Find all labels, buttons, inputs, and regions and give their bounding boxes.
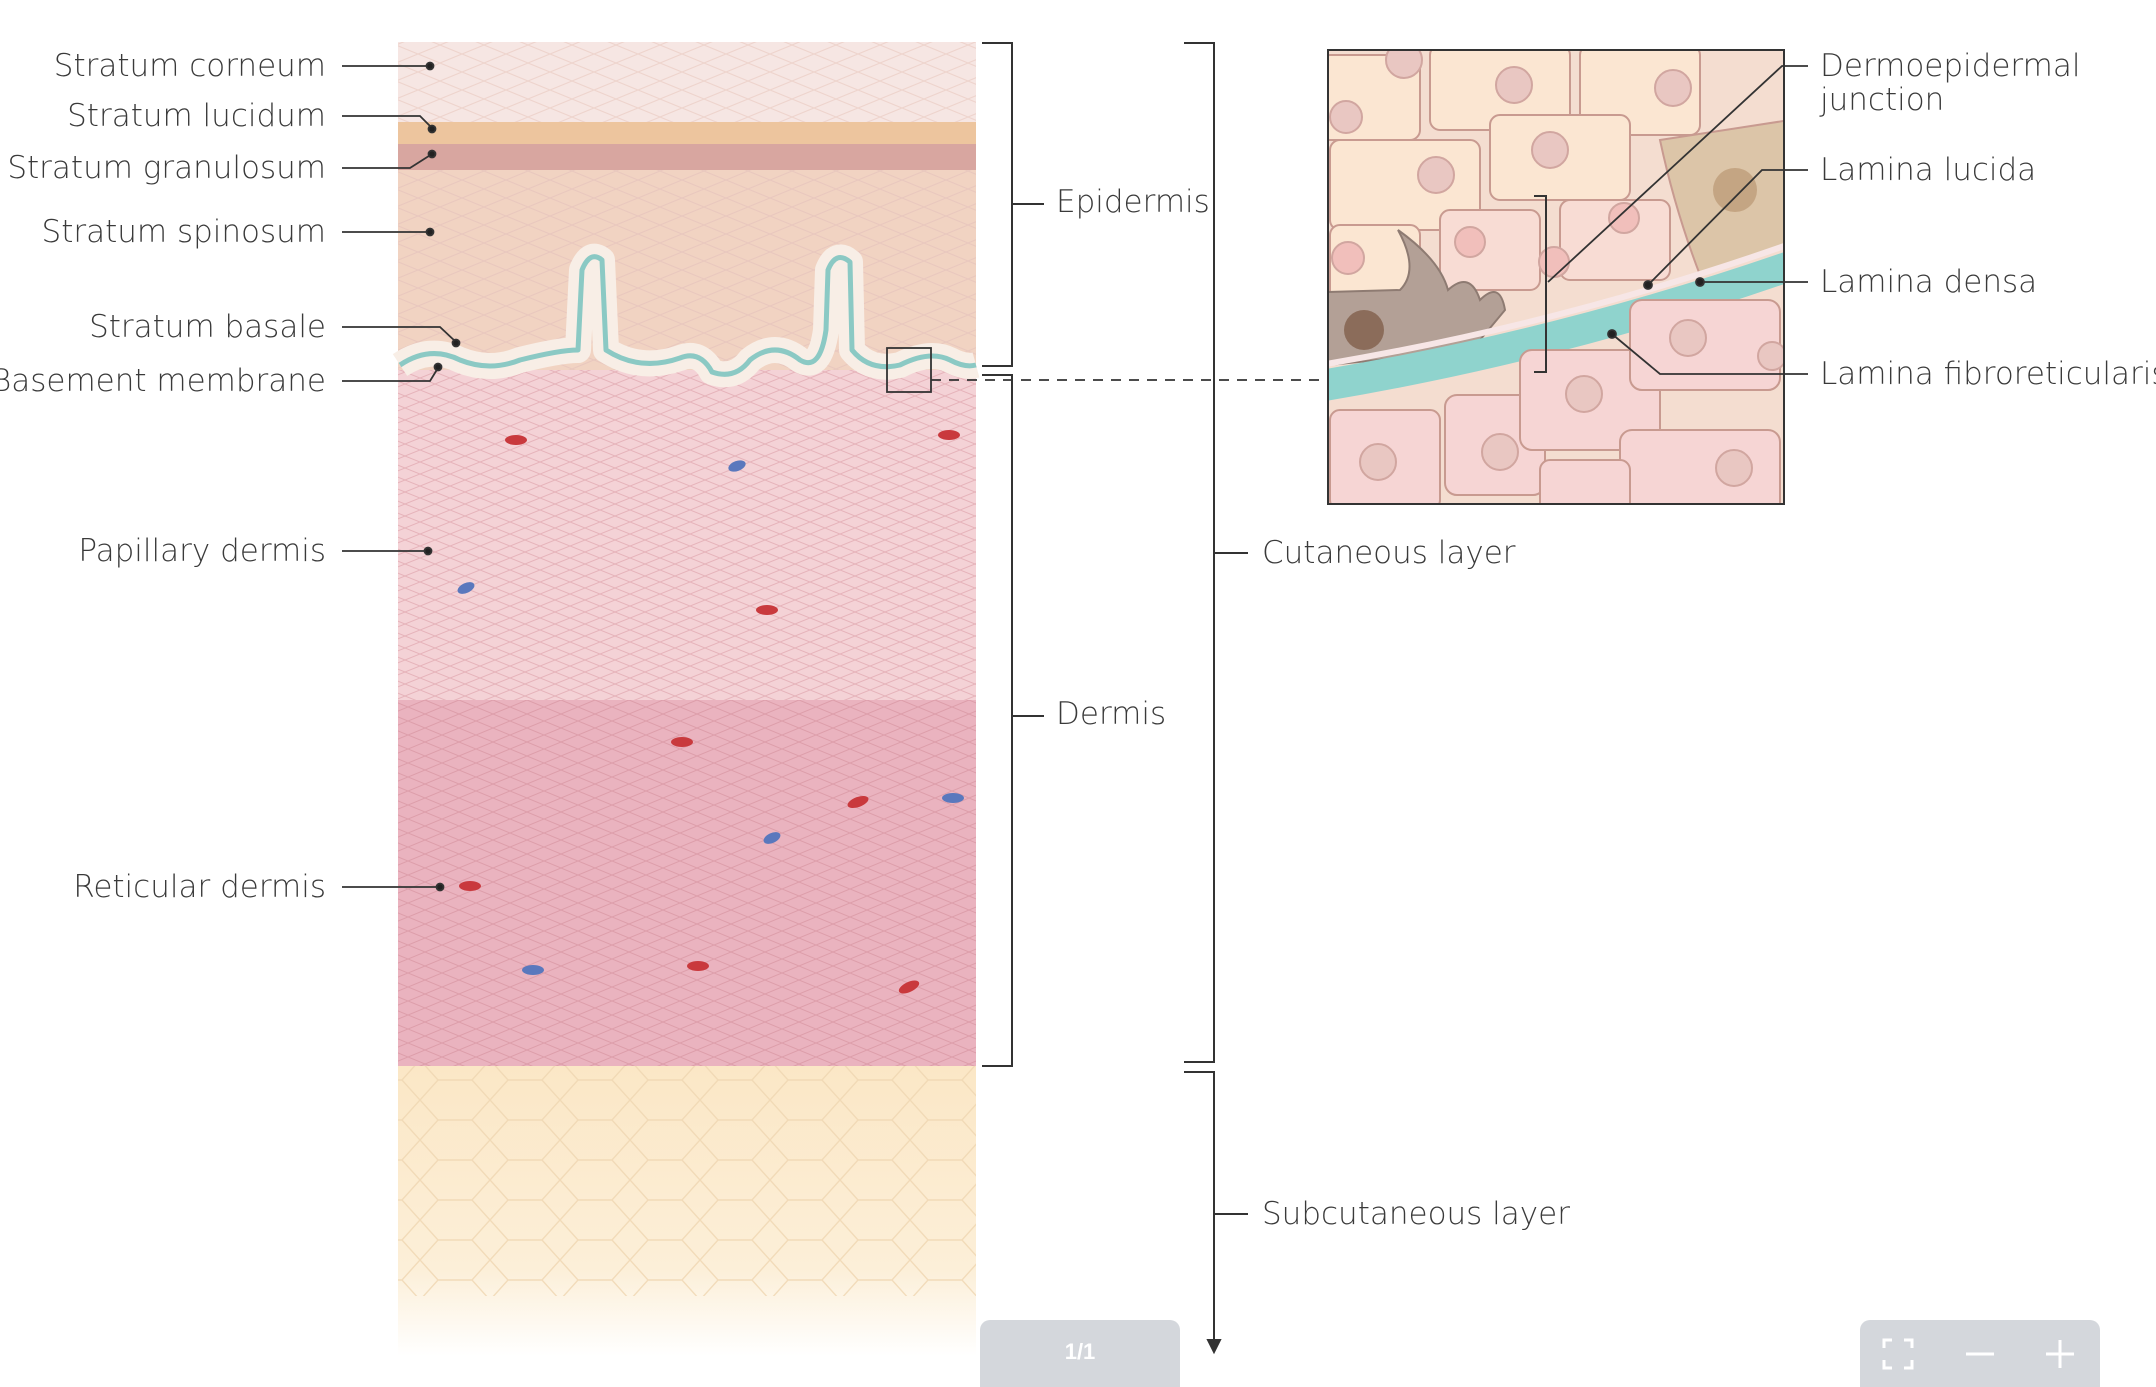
label-basement-membrane: Basement membrane — [0, 363, 326, 399]
vessel-red — [847, 795, 869, 809]
zoom-out-icon[interactable] — [1952, 1330, 2008, 1378]
brackets — [982, 42, 1248, 1355]
vessel-red — [687, 961, 709, 971]
zoom-in-icon[interactable] — [2032, 1330, 2088, 1378]
dermis-bracket — [982, 374, 1013, 1067]
label-stratum-basale: Stratum basale — [89, 309, 326, 345]
vessel-blue — [457, 582, 475, 594]
label-cutaneous-layer: Cutaneous layer — [1262, 535, 1516, 571]
vessel-red — [671, 737, 693, 747]
label-stratum-granulosum: Stratum granulosum — [7, 150, 326, 186]
stratum-granulosum-band — [398, 144, 976, 170]
label-lamina-fibroreticularis: Lamina fibroreticularis — [1820, 356, 2156, 392]
label-dermoepidermal-junction-line1: Dermoepidermal — [1820, 48, 2081, 84]
label-dermoepidermal-junction-line2: junction — [1820, 82, 1945, 118]
blood-vessels — [457, 430, 964, 994]
label-stratum-corneum: Stratum corneum — [53, 48, 326, 84]
label-epidermis: Epidermis — [1056, 184, 1210, 220]
subcutaneous-bracket — [1184, 1071, 1215, 1348]
vessel-red — [938, 430, 960, 440]
subcutaneous-region — [398, 1066, 976, 1356]
vessel-blue — [763, 832, 781, 844]
vessel-blue — [728, 460, 746, 472]
epidermis-bracket — [982, 42, 1013, 367]
epidermis-region — [398, 42, 976, 372]
zoom-region-box — [886, 347, 932, 393]
vessel-blue — [942, 793, 964, 803]
vessel-blue — [522, 965, 544, 975]
page-indicator-text: 1/1 — [1064, 1339, 1096, 1364]
inset-magnified-view — [1327, 49, 1785, 505]
label-dermis: Dermis — [1056, 696, 1167, 732]
vessel-red — [505, 435, 527, 445]
stratum-lucidum-band — [398, 122, 976, 144]
vessel-red — [898, 980, 920, 994]
fullscreen-icon[interactable] — [1870, 1330, 1926, 1378]
label-lamina-densa: Lamina densa — [1820, 264, 2038, 300]
label-reticular-dermis: Reticular dermis — [73, 869, 326, 905]
dermis-region — [398, 370, 976, 1066]
label-subcutaneous-layer: Subcutaneous layer — [1262, 1196, 1570, 1232]
vessel-red — [756, 605, 778, 615]
vessel-red — [459, 881, 481, 891]
label-stratum-spinosum: Stratum spinosum — [41, 214, 326, 250]
zoom-toolbar — [1860, 1320, 2100, 1387]
label-stratum-lucidum: Stratum lucidum — [67, 98, 326, 134]
label-papillary-dermis: Papillary dermis — [78, 533, 326, 569]
leader-lines — [342, 61, 461, 892]
label-lamina-lucida: Lamina lucida — [1820, 152, 2037, 188]
page-indicator[interactable]: 1/1 — [980, 1320, 1180, 1387]
inset-leader-lines — [1547, 65, 1808, 375]
